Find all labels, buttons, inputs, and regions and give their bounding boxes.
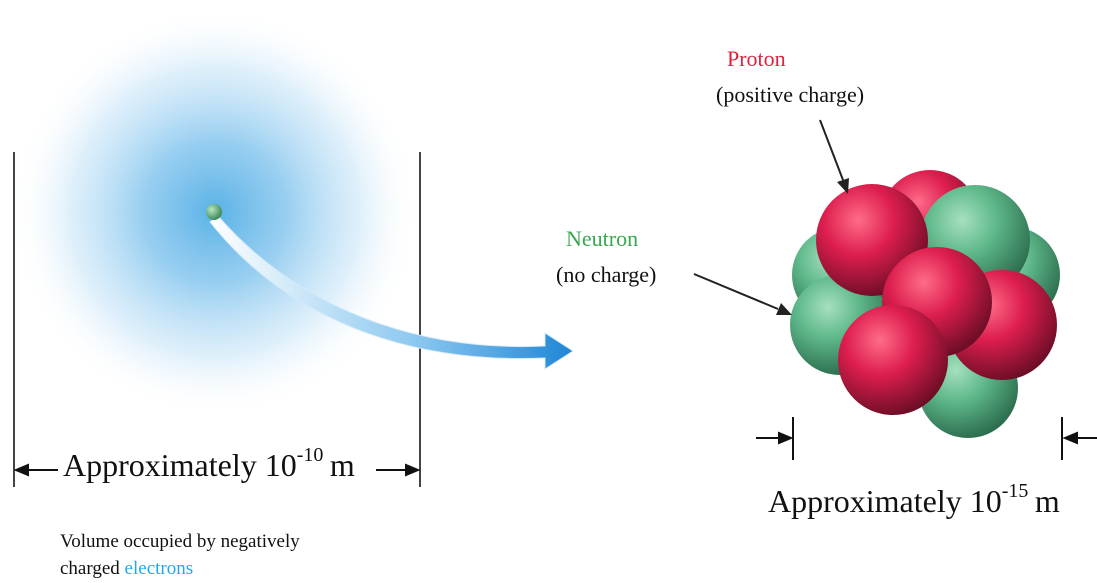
nucleus-size-unit: m (1034, 483, 1060, 519)
nucleus-size-prefix: Approximately 10 (768, 483, 1002, 519)
caption-line-2-prefix: charged (60, 558, 125, 579)
nucleus-dimension-arrows (756, 417, 1097, 460)
proton-label: Proton (727, 46, 786, 71)
neutron-description: (no charge) (556, 262, 657, 287)
atom-size-prefix: Approximately 10 (63, 447, 297, 483)
neutron-pointer (693, 273, 792, 315)
atom-size-exponent: -10 (296, 444, 324, 466)
nucleus-size-exponent: -15 (1001, 480, 1029, 502)
caption-line-1: Volume occupied by negatively (60, 531, 300, 552)
atom-size-unit: m (329, 447, 355, 483)
zoom-arrow (209, 215, 574, 370)
proton-description: (positive charge) (716, 82, 865, 107)
proton-sphere (838, 305, 948, 415)
electrons-word: electrons (124, 558, 194, 579)
nucleus-dot (206, 204, 222, 220)
atom-size-label: Approximately 10-10 m (63, 445, 355, 483)
proton-pointer (819, 119, 849, 194)
atom-dimension-arrows (13, 463, 421, 477)
caption-line-2: charged electrons (60, 559, 193, 578)
nucleus (790, 170, 1060, 438)
nucleus-size-label: Approximately 10-15 m (768, 481, 1060, 519)
neutron-label: Neutron (566, 226, 639, 251)
